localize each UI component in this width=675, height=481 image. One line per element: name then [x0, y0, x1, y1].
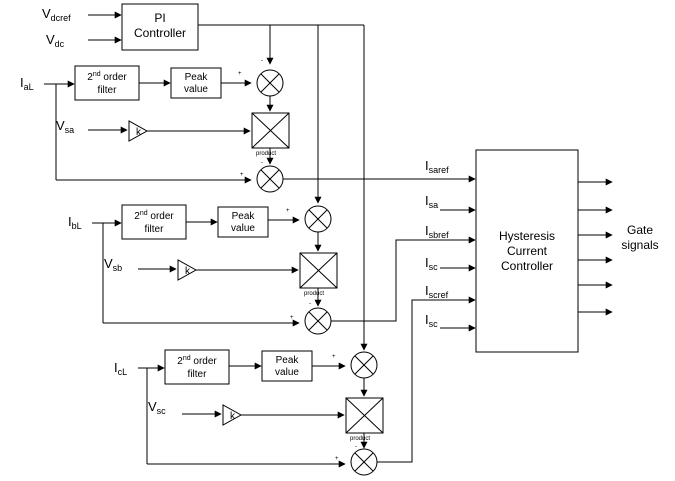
phase-c-filter-block: [164, 349, 230, 385]
phase-c-peak-plus: +: [332, 354, 336, 360]
gate-signals-line1: Gate: [627, 223, 653, 237]
pi-controller-block: [121, 3, 199, 51]
phase-b-error-summer: [304, 205, 332, 233]
phase-b-peak-line2: value: [231, 223, 255, 234]
phase-c-filter-line1: 2nd order: [177, 355, 217, 367]
phase-a-product-label: product: [256, 151, 276, 157]
gate-signals-line2: signals: [621, 238, 658, 252]
svg-text:k: k: [230, 411, 236, 422]
input-isc-label-2: Isc: [425, 312, 438, 329]
phase-a-product-block: [251, 112, 290, 149]
input-isa-label: Isa: [425, 193, 438, 210]
phase-a-peak-plus: +: [238, 71, 242, 77]
phase-b-gain-triangle: k: [177, 259, 198, 281]
svg-text:k: k: [136, 127, 142, 138]
phase-b-product-label: product: [304, 291, 324, 297]
phase-a-product-minus: -: [261, 160, 263, 166]
input-iscref-label: Iscref: [425, 283, 449, 300]
phase-b-peak-line1: Peak: [232, 211, 256, 222]
phase-c-filter-line2: filter: [188, 369, 208, 380]
vdc-label: Vdc: [46, 32, 65, 49]
phase-b-product-block: [299, 252, 338, 289]
phase-b-peak-block: [217, 206, 269, 238]
input-isbref-label: Isbref: [425, 223, 449, 240]
phase-b-current-label: IbL: [68, 214, 82, 231]
phase-c-gain-triangle: k: [222, 404, 243, 426]
phase-c-peak-line2: value: [275, 367, 299, 378]
phase-c-peak-block: [261, 350, 313, 382]
hysteresis-controller-block: [475, 149, 579, 353]
phase-c-ref-to-controller: [377, 296, 476, 463]
phase-a-current-label: IaL: [20, 75, 34, 92]
hysteresis-line1: Hysteresis: [499, 229, 555, 243]
hysteresis-line2: Current: [507, 244, 548, 258]
svg-text:k: k: [185, 266, 191, 277]
phase-c-ref-summer: [350, 448, 378, 476]
phase-c-error-summer: [350, 351, 378, 379]
phase-a-peak-line2: value: [184, 84, 208, 95]
phase-a-error-summer: [256, 69, 284, 97]
phase-c-product-minus: -: [355, 444, 357, 450]
phase-c-voltage-label: Vsc: [148, 399, 166, 416]
phase-a-feedback-plus: +: [240, 172, 244, 178]
phase-b-ref-to-controller: [331, 236, 476, 322]
phase-b-filter-block: [121, 204, 187, 240]
pi-controller-line2: Controller: [134, 26, 186, 40]
phase-c-feedback-plus: +: [335, 456, 339, 462]
phase-a-gain-triangle: k: [128, 120, 149, 142]
phase-c-product-label: product: [350, 436, 370, 442]
phase-a-pi-minus: -: [261, 58, 263, 64]
phase-b-feedback-plus: +: [290, 315, 294, 321]
pi-controller-line1: PI: [154, 11, 165, 25]
hysteresis-line3: Controller: [501, 259, 553, 273]
phase-a-peak-line1: Peak: [185, 72, 209, 83]
phase-a-filter-line2: filter: [98, 85, 118, 96]
phase-b-filter-line1: 2nd order: [134, 210, 174, 222]
phase-b-product-minus: -: [309, 301, 311, 307]
phase-b-voltage-label: Vsb: [104, 256, 122, 273]
phase-c-peak-line1: Peak: [276, 355, 300, 366]
phase-a-ref-summer: [256, 165, 284, 193]
input-isc-label-1: Isc: [425, 255, 438, 272]
input-isaref-label: Isaref: [425, 158, 449, 175]
phase-c-current-label: IcL: [114, 360, 127, 377]
vdcref-label: Vdcref: [42, 6, 71, 23]
phase-a-filter-block: [74, 65, 140, 101]
phase-c-product-block: [345, 397, 384, 434]
phase-b-ref-summer: [304, 307, 332, 335]
phase-a-voltage-label: Vsa: [56, 118, 74, 135]
phase-a-filter-line1: 2nd order: [87, 71, 127, 83]
phase-b-peak-plus: +: [286, 208, 290, 214]
phase-b-filter-line2: filter: [145, 224, 165, 235]
phase-a-peak-block: [170, 67, 222, 99]
